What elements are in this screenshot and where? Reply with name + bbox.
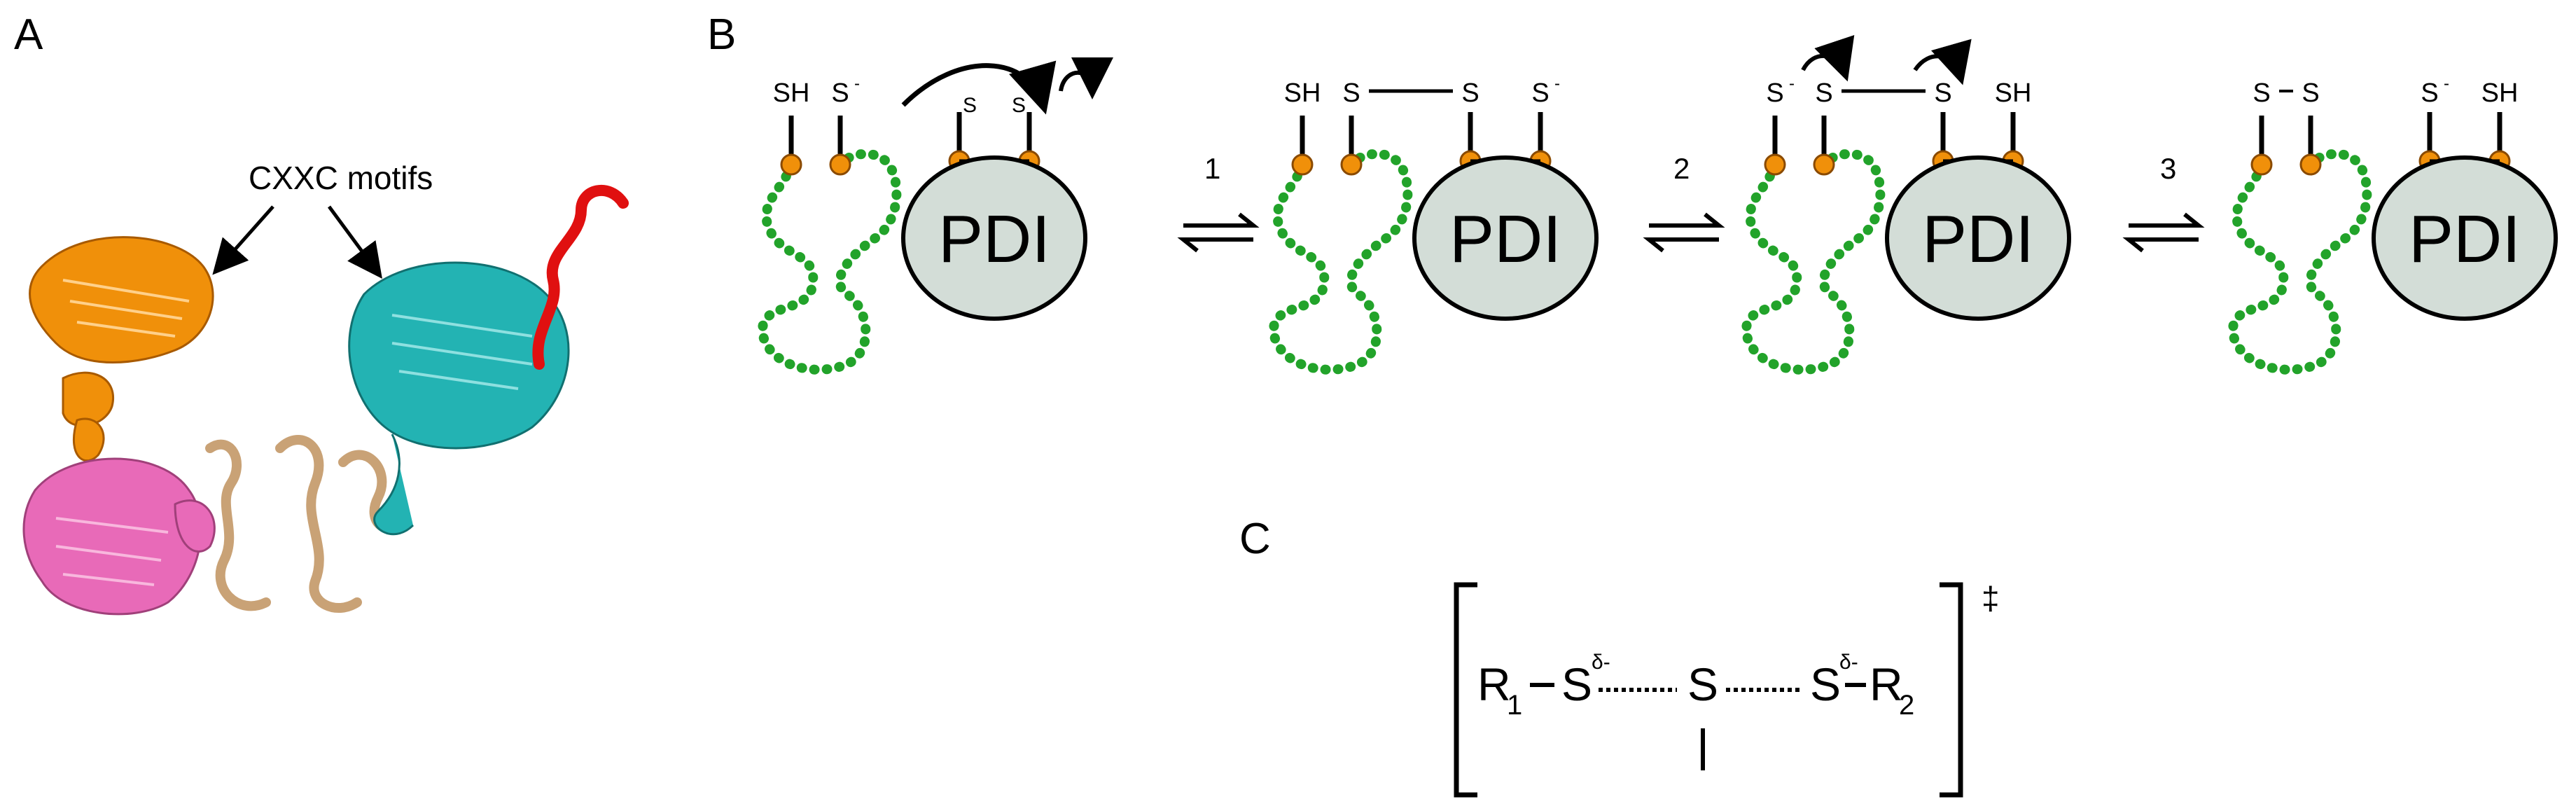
pdi-label: PDI xyxy=(1449,202,1561,277)
pink-domain xyxy=(22,457,216,616)
pdi-enzyme xyxy=(901,155,1087,321)
orange-domain xyxy=(29,236,214,462)
panel-a-letter: A xyxy=(14,11,43,59)
cyan-domain xyxy=(348,261,570,536)
nucleophilic-attack-arrow xyxy=(901,60,1057,115)
sulfur-label: S xyxy=(1342,78,1360,108)
cysteine-bead xyxy=(1764,153,1786,176)
r2-subscript: 2 xyxy=(1899,690,1914,721)
orange-domain-strands xyxy=(62,279,190,338)
cysteine-bead xyxy=(2250,153,2273,176)
s-right: S xyxy=(1810,658,1841,710)
curly-arrow-stage3-right xyxy=(1913,39,1972,85)
sulfur-label: S xyxy=(963,94,977,117)
s-left: S xyxy=(1561,658,1592,710)
equilibrium-1: 1 xyxy=(1177,152,1260,253)
thiolate-label: S xyxy=(1766,78,1783,108)
cysteine-bead xyxy=(780,153,802,176)
thiolate-label: S xyxy=(2421,78,2438,108)
panel-b-letter: B xyxy=(707,11,736,59)
thiol-label: SH xyxy=(773,78,810,108)
curly-arrow-stage1 xyxy=(1059,57,1113,99)
thiol-label: SH xyxy=(2481,78,2519,108)
charge-minus: - xyxy=(1554,74,1560,93)
pink-domain-strands xyxy=(55,517,169,586)
delta-minus-right: δ- xyxy=(1839,651,1858,674)
sulfur-label: S xyxy=(1934,78,1951,108)
callout-arrow-left xyxy=(212,205,274,275)
pdi-label: PDI xyxy=(1922,202,2034,277)
cysteine-bead xyxy=(1340,153,1363,176)
sulfur-label: S xyxy=(2302,78,2319,108)
charge-minus: - xyxy=(2444,74,2449,93)
thiolate-label: S xyxy=(831,78,849,108)
sulfur-label: S xyxy=(1012,94,1026,117)
cxxc-motifs-label: CXXC motifs xyxy=(249,160,433,196)
panel-c: C ‡ R 1 S δ- S S δ- R 2 xyxy=(1239,515,2000,798)
cysteine-bead xyxy=(829,153,851,176)
charge-minus: - xyxy=(854,74,860,93)
callout-arrow-right xyxy=(327,205,382,279)
curly-arrow-stage3-left xyxy=(1801,34,1855,82)
thiolate-label: S xyxy=(1531,78,1549,108)
substrate-chain xyxy=(1269,148,1413,375)
cysteine-bead xyxy=(1813,153,1835,176)
right-bracket xyxy=(1940,582,1963,798)
step-3-label: 3 xyxy=(2160,152,2176,185)
cysteine-bead xyxy=(1291,153,1314,176)
r1-label: R xyxy=(1477,658,1511,710)
thiol-label: SH xyxy=(1995,78,2032,108)
substrate-chain xyxy=(1741,148,1886,375)
charge-minus: - xyxy=(1789,74,1795,93)
sulfur-label: S xyxy=(1815,78,1832,108)
left-bracket xyxy=(1454,582,1477,798)
pdi-enzyme xyxy=(1412,155,1599,321)
delta-minus-left: δ- xyxy=(1592,651,1610,674)
r2-label: R xyxy=(1870,658,1903,710)
step-2-label: 2 xyxy=(1673,152,1690,185)
substrate-chain xyxy=(2228,148,2372,375)
red-helix xyxy=(532,185,629,370)
sulfur-label: S xyxy=(2253,78,2270,108)
transition-state-dagger: ‡ xyxy=(1982,580,2000,616)
pdi-enzyme xyxy=(2372,155,2558,321)
thiol-label: SH xyxy=(1284,78,1321,108)
pdi-label: PDI xyxy=(2409,202,2521,277)
equilibrium-2: 2 xyxy=(1643,152,1725,253)
sulfur-label: S xyxy=(1461,78,1479,108)
pdi-label: PDI xyxy=(938,202,1050,277)
pdi-enzyme xyxy=(1885,155,2071,321)
equilibrium-3: 3 xyxy=(2122,152,2205,253)
cyan-domain-strands xyxy=(391,314,533,390)
substrate-chain xyxy=(758,148,902,375)
r1-subscript: 1 xyxy=(1507,690,1522,721)
cysteine-bead xyxy=(2299,153,2322,176)
panel-c-letter: C xyxy=(1239,515,1271,563)
s-middle: S xyxy=(1687,658,1718,710)
panel-a: A CXXC motifs xyxy=(14,11,629,616)
step-1-label: 1 xyxy=(1204,152,1220,185)
